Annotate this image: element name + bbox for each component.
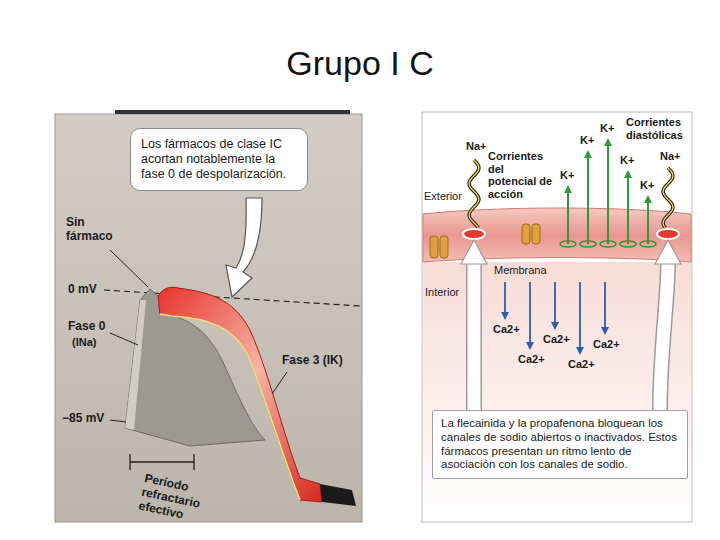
action-potential-face — [125, 300, 146, 430]
panel-ground — [422, 112, 692, 522]
callout-box: Los fármacos de clase IC acortan notable… — [130, 128, 308, 191]
calcium-arrow — [554, 282, 556, 323]
ion-label: Ca2+ — [593, 338, 620, 351]
ion-label: K+ — [580, 134, 594, 147]
potassium-arrow — [627, 177, 629, 244]
ion-label: Ca2+ — [543, 333, 570, 346]
region-label: Membrana — [494, 264, 547, 277]
sodium-current — [469, 160, 479, 228]
arrow-head — [604, 138, 612, 146]
calcium-arrow — [529, 282, 531, 343]
phase-label: Fase 0 — [68, 320, 105, 334]
channel-symbol — [532, 224, 540, 244]
callout-arrow — [226, 198, 262, 297]
leader-line — [272, 372, 287, 394]
arrow-head — [501, 312, 509, 320]
arrow-head — [551, 322, 559, 330]
axis-label: 0 mV — [68, 283, 97, 297]
channel-symbol — [440, 236, 448, 258]
ion-label: Na+ — [660, 150, 681, 163]
potassium-arrow — [587, 157, 589, 244]
sodium-current — [469, 160, 479, 228]
panel-ground — [55, 114, 362, 522]
page-title: Grupo I C — [0, 44, 720, 83]
arrow-head — [584, 150, 592, 158]
arrow-head — [461, 240, 487, 264]
current-label: Corrientes diastólicas — [626, 116, 690, 141]
ion-label: K+ — [620, 154, 634, 167]
sodium-channel — [657, 229, 679, 239]
channel-symbol — [522, 224, 530, 244]
arrow-head — [564, 185, 572, 193]
ion-label: Ca2+ — [518, 353, 545, 366]
region-label: Interior — [425, 286, 459, 299]
ion-label: Ca2+ — [568, 358, 595, 371]
leader-line — [110, 250, 148, 287]
phase-label: Fase 3 (IK) — [282, 354, 343, 368]
interior-ground — [423, 262, 691, 521]
channel-symbol — [430, 236, 438, 258]
calcium-arrow — [604, 282, 606, 328]
ion-label: Ca2+ — [493, 323, 520, 336]
curve-label: Sin fármaco — [66, 216, 128, 244]
refractory-bracket — [130, 454, 194, 470]
axis-label: −85 mV — [62, 412, 104, 426]
block-arrow — [468, 262, 481, 410]
ion-label: K+ — [600, 122, 614, 135]
refractory-end — [320, 484, 356, 506]
top-bar — [115, 110, 350, 114]
block-arrow — [466, 262, 482, 410]
potassium-arrow — [567, 192, 569, 244]
sodium-current — [663, 168, 673, 228]
action-potential-drug — [158, 287, 322, 502]
arrow-head — [576, 347, 584, 355]
current-label: Corrientes del potencial de acción — [488, 150, 554, 201]
sodium-channel — [463, 229, 485, 239]
ion-label: K+ — [640, 179, 654, 192]
calcium-arrow — [504, 282, 506, 313]
arrow-head — [644, 195, 652, 203]
leader-line — [110, 420, 126, 422]
arrow-head — [655, 240, 681, 264]
block-arrow — [660, 262, 668, 410]
node-text: La flecainida y la propafenona bloquean … — [441, 417, 679, 472]
ion-label: Na+ — [466, 140, 487, 153]
ion-label: K+ — [560, 169, 574, 182]
note-box: La flecainida y la propafenona bloquean … — [432, 410, 688, 479]
sodium-current — [663, 168, 673, 228]
node-text: Los fármacos de clase IC acortan notable… — [141, 137, 297, 182]
leader-line — [110, 333, 138, 345]
potassium-arrow — [607, 145, 609, 244]
region-label: Exterior — [424, 190, 462, 203]
arrow-head — [601, 327, 609, 335]
block-arrow — [660, 262, 668, 410]
yellow-edge — [160, 314, 300, 500]
arrow-head — [624, 170, 632, 178]
potassium-arrow — [647, 202, 649, 244]
membrane — [423, 208, 691, 262]
current-label: (INa) — [72, 336, 96, 349]
arrow-head — [526, 342, 534, 350]
calcium-arrow — [579, 282, 581, 348]
